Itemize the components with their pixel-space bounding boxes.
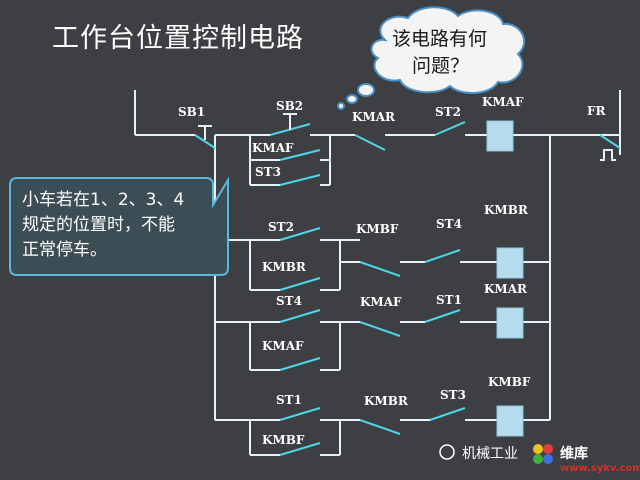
bubble-line-1: 该电路有何	[392, 28, 487, 50]
kmaf-hold-contact	[279, 149, 321, 161]
callout: 小车若在1、2、3、4 规定的位置时，不能 正常停车。	[9, 176, 229, 276]
r2-st2-contact	[279, 227, 321, 241]
label-r4-kmbf-hold: KMBF	[262, 433, 305, 447]
label-r4-st1: ST1	[276, 393, 302, 407]
st2-top-contact	[434, 121, 466, 136]
r2-kmbf-contact	[359, 261, 401, 277]
slide-title: 工作台位置控制电路	[52, 23, 304, 54]
kmar-coil	[496, 307, 524, 339]
r4-kmbr-contact	[359, 419, 401, 435]
kmar-top-contact	[354, 134, 386, 151]
kmbr-coil	[496, 247, 524, 279]
kmbf-coil	[496, 405, 524, 437]
wiring	[134, 90, 621, 456]
label-r3-st4: ST4	[276, 294, 302, 308]
label-r4-st3: ST3	[440, 388, 466, 402]
label-r3-st1: ST1	[436, 293, 462, 307]
st3-top-contact	[279, 174, 321, 186]
label-r4-kmbr: KMBR	[364, 394, 409, 408]
bubble-dot	[346, 94, 358, 104]
bubble-cloud	[370, 6, 525, 94]
label-kmaf-hold: KMAF	[252, 141, 294, 155]
labels: SB1 SB2 KMAF ST3 KMAR ST2 KMAF FR ST2 KM…	[178, 95, 607, 447]
label-st3-top: ST3	[255, 165, 281, 179]
label-r2-st4: ST4	[436, 217, 462, 231]
r4-st1-contact	[279, 407, 321, 421]
label-r4-coil: KMBF	[488, 375, 531, 389]
callout-box	[9, 176, 229, 276]
thought-bubble: 该电路有何 问题？	[337, 6, 525, 110]
logo-dot-yellow	[533, 444, 543, 454]
bubble-dot	[357, 83, 375, 97]
label-kmaf-coil: KMAF	[482, 95, 524, 109]
fr-contact	[599, 134, 621, 149]
watermark-text: 机械工业	[462, 446, 518, 462]
r3-st4-contact	[279, 309, 321, 323]
sb1-contact	[194, 134, 216, 149]
watermark-url: www.sykv.com	[560, 463, 640, 474]
label-r2-st2: ST2	[268, 220, 294, 234]
logo-dot-green	[533, 454, 543, 464]
kmaf-coil	[486, 120, 514, 152]
label-r2-coil: KMBR	[484, 203, 529, 217]
label-r3-kmaf: KMAF	[360, 295, 402, 309]
callout-line-3: 正常停车。	[22, 240, 107, 260]
fr-symbol	[600, 149, 616, 161]
r2-kmbr-hold-contact	[279, 277, 321, 291]
callout-line-1: 小车若在1、2、3、4	[22, 190, 184, 210]
r2-st4-contact	[424, 249, 461, 263]
watermark-brand: 维库	[560, 445, 588, 462]
bubble-line-2: 问题？	[412, 55, 469, 77]
label-sb1: SB1	[178, 105, 205, 119]
label-r3-coil: KMAR	[484, 282, 528, 296]
bubble-dot	[337, 102, 345, 110]
logo-dot-red	[543, 444, 553, 454]
wechat-icon	[439, 444, 455, 460]
r3-kmaf-hold-contact	[279, 357, 321, 371]
r3-st1-contact	[424, 309, 461, 323]
label-r3-kmaf-hold: KMAF	[262, 339, 304, 353]
label-r2-kmbf: KMBF	[356, 222, 399, 236]
r4-st3-contact	[429, 407, 466, 421]
label-kmar-top: KMAR	[352, 110, 396, 124]
r3-kmaf-contact	[359, 321, 401, 337]
label-r2-kmbr-hold: KMBR	[262, 260, 307, 274]
label-fr: FR	[587, 104, 607, 118]
callout-line-2: 规定的位置时，不能	[22, 215, 175, 235]
label-sb2: SB2	[276, 99, 303, 113]
label-st2-top: ST2	[435, 105, 461, 119]
coils	[486, 120, 524, 437]
logo-dot-blue	[543, 454, 553, 464]
contacts	[194, 113, 621, 456]
watermark: 机械工业 维库 www.sykv.com	[439, 444, 640, 474]
r4-kmbf-hold-contact	[279, 442, 321, 456]
